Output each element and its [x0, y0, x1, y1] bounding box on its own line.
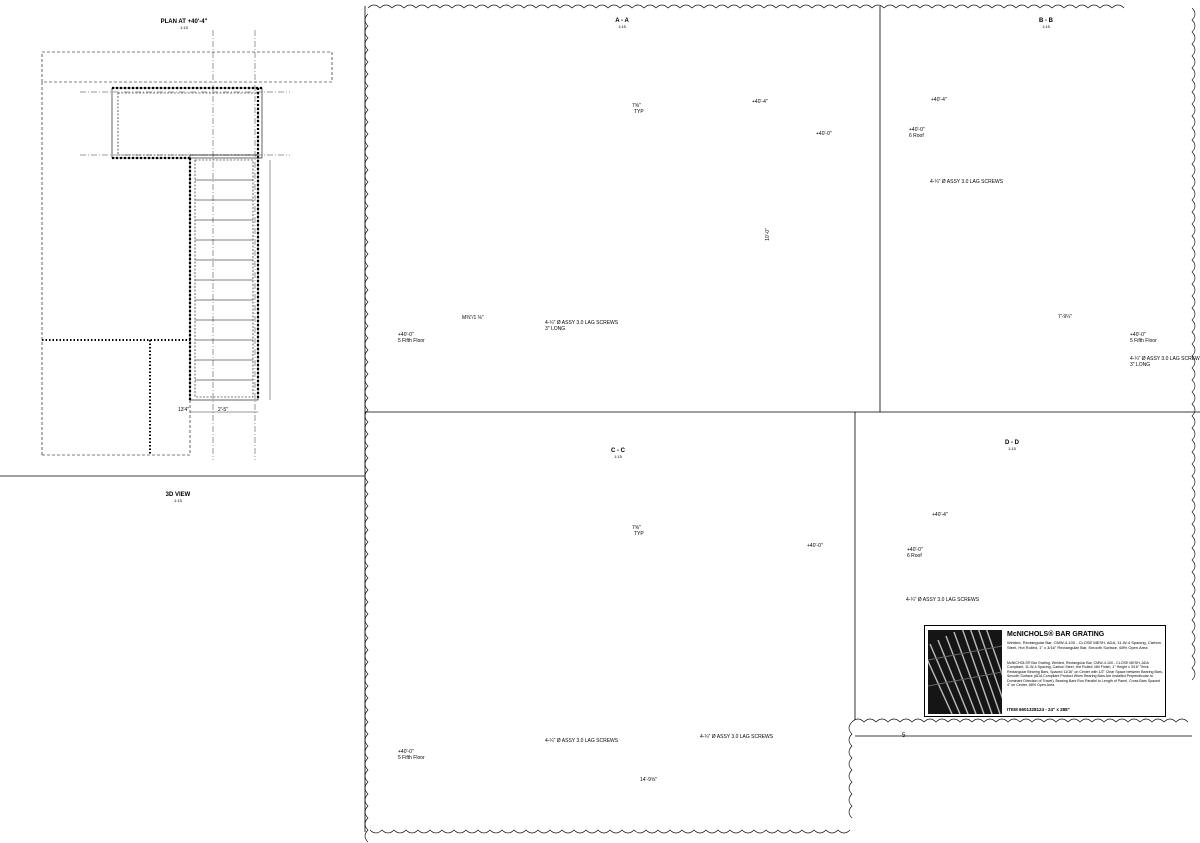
typ-label-cc: TYP	[634, 531, 644, 537]
screw-note-cc: 4-¼" Ø ASSY 3.0 LAG SCREWS	[545, 738, 619, 744]
elevation-top-aa: +40'-4"	[752, 99, 768, 105]
height-dim-aa: 10'-0"	[764, 228, 771, 241]
screw-note-aa: 4-¼" Ø ASSY 3.0 LAG SCREWS	[545, 320, 619, 326]
revision-cloud	[364, 4, 1196, 843]
panel-borders	[0, 6, 1200, 832]
product-item-number: ITEM 6601328124 - 24" x 288"	[1007, 707, 1070, 712]
plan-width-dim: 13'4"	[178, 407, 190, 413]
3d-view-title-text: 3D VIEW	[165, 492, 191, 498]
section-cc-title: C - C 1:15	[611, 448, 625, 459]
roof-label-dd: 6 Roof	[907, 553, 922, 559]
screw-note-bb: 4-¼" Ø ASSY 3.0 LAG SCREWS	[1130, 356, 1200, 362]
section-aa-title: A - A 1:15	[615, 18, 629, 29]
screw-note-cc-right: 4-¼" Ø ASSY 3.0 LAG SCREWS	[700, 734, 774, 740]
width-dim-bb: 7'-9¼"	[1058, 314, 1073, 320]
run-dim-cc: 14'-9⅝"	[640, 777, 657, 783]
floor-label-cc: 5 Fifth Floor	[398, 755, 425, 761]
section-dd-title: D - D 1:15	[1005, 440, 1019, 451]
product-card: McNICHOLS® BAR GRATING Welded, Rectangul…	[924, 625, 1166, 717]
elevation-top-dd: +40'-4"	[932, 512, 948, 518]
plan-run-width: 2'-5"	[218, 407, 228, 413]
elevation-label-bb: +40'-0"	[909, 127, 925, 133]
screw-note-bb-top: 4-¼" Ø ASSY 3.0 LAG SCREWS	[930, 179, 1004, 185]
floor-label-aa: 5 Fifth Floor	[398, 338, 425, 344]
riser-label-cc: 7⅝"	[632, 525, 641, 531]
elevation-label-dd: +40'-0"	[907, 547, 923, 553]
sheet-number: 5	[902, 733, 906, 739]
plan-title-text: PLAN AT +40'-4"	[160, 19, 208, 25]
section-cc-scale: 1:15	[614, 453, 622, 459]
plan-title: PLAN AT +40'-4" 1:15	[161, 19, 208, 30]
section-aa-scale: 1:15	[618, 23, 626, 29]
typ-label-aa: TYP	[634, 109, 644, 115]
grating-photo-image	[928, 630, 1002, 714]
section-cc-title-text: C - C	[611, 448, 625, 454]
elevation-label-cc: +40'-0"	[398, 749, 414, 755]
screw-length-aa: 3" LONG	[545, 326, 566, 332]
roof-label-bb: 6 Roof	[909, 133, 924, 139]
section-aa-title-text: A - A	[615, 18, 629, 24]
elevation-landing-aa: +40'-0"	[816, 131, 832, 137]
3d-view-title: 3D VIEW 1:15	[166, 492, 191, 503]
section-dd-scale: 1:15	[1008, 445, 1016, 451]
screw-length-bb: 3" LONG	[1130, 362, 1151, 368]
elevation-label-aa: +40'-0"	[398, 332, 414, 338]
product-detail: McNICHOLS® Bar Grating, Welded, Rectangu…	[1007, 661, 1163, 688]
section-bb-title: B - B 1:15	[1039, 18, 1053, 29]
elevation-landing-cc: +40'-0"	[807, 543, 823, 549]
riser-label-aa: 7⅝"	[632, 103, 641, 109]
product-description: Welded, Rectangular Bar, CMW-4-100 - CLO…	[1007, 640, 1161, 650]
screw-note-dd: 4-¼" Ø ASSY 3.0 LAG SCREWS	[906, 597, 980, 603]
section-dd-title-text: D - D	[1005, 440, 1019, 446]
plan-view	[41, 30, 333, 460]
plan-scale: 1:15	[180, 24, 188, 30]
floor-label-bb: 5 Fifth Floor	[1130, 338, 1157, 344]
3d-view-scale: 1:15	[174, 497, 182, 503]
elevation-bottom-bb: +40'-0"	[1130, 332, 1146, 338]
grating-photo	[928, 630, 1002, 714]
product-title: McNICHOLS® BAR GRATING	[1007, 631, 1105, 638]
elevation-top-bb: +40'-4"	[931, 97, 947, 103]
weld-note-aa: M⅜"/1 ⅛"	[462, 315, 484, 321]
section-bb-scale: 1:15	[1042, 23, 1050, 29]
section-bb-title-text: B - B	[1039, 18, 1053, 24]
